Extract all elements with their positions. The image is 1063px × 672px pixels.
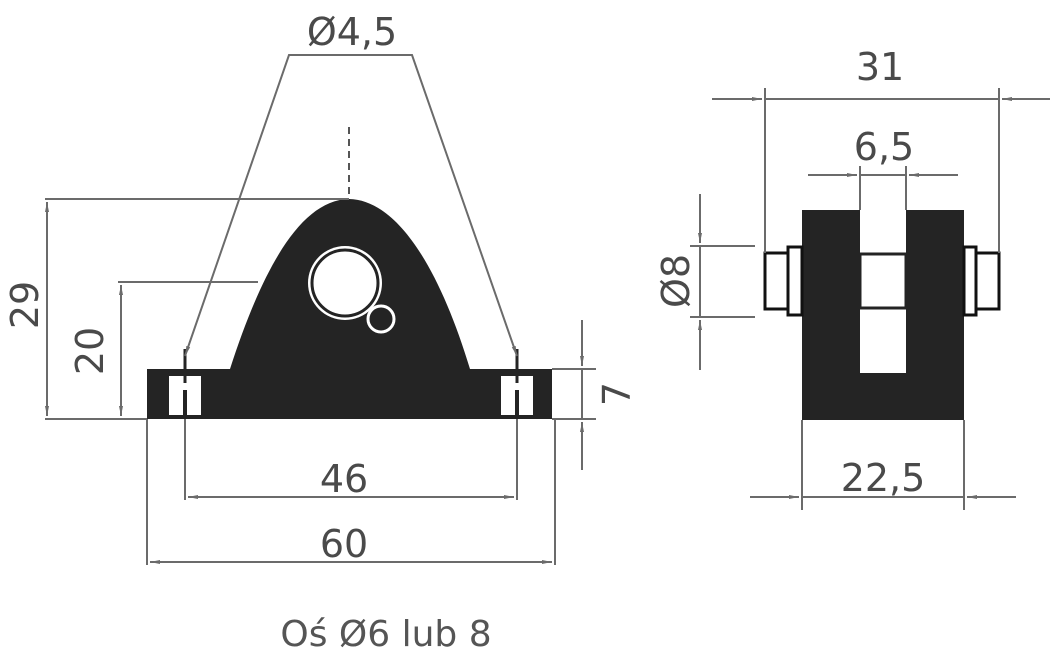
pin-end-right bbox=[974, 251, 1001, 311]
side-view: 31 6,5 Ø8 22,5 bbox=[654, 45, 1050, 510]
mounting-slot-right bbox=[499, 349, 535, 417]
axis-height-label: 20 bbox=[68, 327, 112, 375]
front-view: Ø4,5 29 20 7 46 bbox=[3, 10, 639, 655]
pin-center bbox=[858, 252, 908, 310]
slot-width-label: 6,5 bbox=[854, 125, 914, 169]
mounting-slot-left bbox=[167, 349, 203, 417]
base-thickness-label: 7 bbox=[595, 382, 639, 406]
pin-washer-right bbox=[962, 245, 978, 317]
axle-caption: Oś Ø6 lub 8 bbox=[280, 614, 491, 655]
axle-hole bbox=[308, 246, 396, 334]
pin-end-left bbox=[763, 251, 790, 311]
total-height-label: 29 bbox=[3, 281, 47, 329]
clevis-body bbox=[802, 210, 964, 420]
hole-diameter-label: Ø4,5 bbox=[307, 10, 397, 54]
total-width-label: 31 bbox=[856, 45, 904, 89]
hole-diameter-leader bbox=[184, 54, 518, 357]
pin-washer-left bbox=[786, 245, 804, 317]
total-length-label: 60 bbox=[320, 522, 368, 566]
pin-diameter-label: Ø8 bbox=[654, 254, 698, 308]
hole-spacing-label: 46 bbox=[320, 457, 368, 501]
body-width-label: 22,5 bbox=[841, 456, 926, 500]
